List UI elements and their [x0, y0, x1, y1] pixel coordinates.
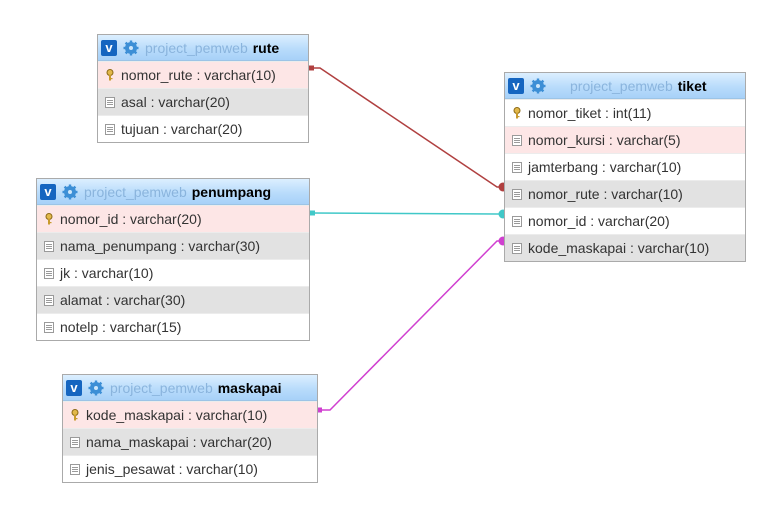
column-icon [509, 215, 525, 227]
column-label: kode_maskapai : varchar(10) [528, 240, 710, 256]
column-icon [509, 188, 525, 200]
column-label: nomor_id : varchar(20) [528, 213, 670, 229]
column-row[interactable]: nomor_id : varchar(20) [505, 207, 745, 234]
database-name: project_pemweb [110, 379, 213, 396]
table-penumpang[interactable]: v project_pemweb penumpang nomor_id : va… [36, 178, 310, 341]
column-label: nomor_id : varchar(20) [60, 211, 202, 227]
table-name: tiket [677, 77, 707, 94]
column-row[interactable]: alamat : varchar(30) [37, 286, 309, 313]
toggle-button[interactable]: v [40, 183, 56, 200]
relation-penumpang-tiket[interactable] [310, 209, 508, 219]
database-name: project_pemweb [84, 183, 187, 200]
column-row[interactable]: jenis_pesawat : varchar(10) [63, 455, 317, 482]
column-label: nomor_tiket : int(11) [528, 105, 652, 121]
column-label: jk : varchar(10) [60, 265, 154, 281]
column-label: nomor_kursi : varchar(5) [528, 132, 681, 148]
column-icon [67, 436, 83, 448]
column-label: nama_maskapai : varchar(20) [86, 434, 272, 450]
primary-key-icon [41, 213, 57, 225]
gear-icon[interactable] [88, 380, 104, 396]
table-header[interactable]: v project_pemweb maskapai [63, 375, 317, 401]
column-row[interactable]: kode_maskapai : varchar(10) [63, 401, 317, 428]
primary-key-icon [509, 107, 525, 119]
table-header[interactable]: v project_pemweb penumpang [37, 179, 309, 205]
column-icon [509, 134, 525, 146]
column-row[interactable]: notelp : varchar(15) [37, 313, 309, 340]
column-row[interactable]: nomor_rute : varchar(10) [98, 61, 308, 88]
column-label: notelp : varchar(15) [60, 319, 182, 335]
toggle-button[interactable]: v [508, 77, 524, 94]
column-row[interactable]: jk : varchar(10) [37, 259, 309, 286]
table-maskapai[interactable]: v project_pemweb maskapai kode_maskapai … [62, 374, 318, 483]
table-header[interactable]: v project_pemweb tiket [505, 73, 745, 99]
column-row[interactable]: nama_maskapai : varchar(20) [63, 428, 317, 455]
column-icon [509, 161, 525, 173]
column-icon [67, 463, 83, 475]
column-row[interactable]: asal : varchar(20) [98, 88, 308, 115]
table-name: rute [252, 39, 280, 56]
gear-icon[interactable] [530, 78, 546, 94]
relation-maskapai-tiket[interactable] [317, 236, 508, 413]
gear-icon[interactable] [62, 184, 78, 200]
column-icon [41, 267, 57, 279]
column-icon [41, 294, 57, 306]
table-header[interactable]: v project_pemweb rute [98, 35, 308, 61]
column-row[interactable]: nomor_tiket : int(11) [505, 99, 745, 126]
column-label: alamat : varchar(30) [60, 292, 186, 308]
column-label: nomor_rute : varchar(10) [528, 186, 683, 202]
column-label: asal : varchar(20) [121, 94, 230, 110]
column-row[interactable]: nomor_id : varchar(20) [37, 205, 309, 232]
table-name: maskapai [217, 379, 282, 396]
column-row[interactable]: tujuan : varchar(20) [98, 115, 308, 142]
column-row[interactable]: nomor_kursi : varchar(5) [505, 126, 745, 153]
column-icon [102, 96, 118, 108]
gear-icon[interactable] [123, 40, 139, 56]
column-label: tujuan : varchar(20) [121, 121, 243, 137]
column-row[interactable]: kode_maskapai : varchar(10) [505, 234, 745, 261]
relation-rute-tiket[interactable] [309, 65, 508, 192]
table-rute[interactable]: v project_pemweb rute nomor_rute : varch… [97, 34, 309, 143]
column-label: jamterbang : varchar(10) [528, 159, 682, 175]
database-name: project_pemweb [145, 39, 248, 56]
primary-key-icon [102, 69, 118, 81]
column-icon [41, 321, 57, 333]
column-label: nomor_rute : varchar(10) [121, 67, 276, 83]
column-icon [102, 123, 118, 135]
column-row[interactable]: jamterbang : varchar(10) [505, 153, 745, 180]
database-name: project_pemweb [570, 77, 673, 94]
table-tiket[interactable]: v project_pemweb tiket nomor_tiket : int… [504, 72, 746, 262]
column-row[interactable]: nama_penumpang : varchar(30) [37, 232, 309, 259]
primary-key-icon [67, 409, 83, 421]
column-label: nama_penumpang : varchar(30) [60, 238, 261, 254]
toggle-button[interactable]: v [101, 39, 117, 56]
column-icon [41, 240, 57, 252]
toggle-button[interactable]: v [66, 379, 82, 396]
column-icon [509, 242, 525, 254]
column-row[interactable]: nomor_rute : varchar(10) [505, 180, 745, 207]
table-name: penumpang [191, 183, 272, 200]
column-label: jenis_pesawat : varchar(10) [86, 461, 258, 477]
column-label: kode_maskapai : varchar(10) [86, 407, 268, 423]
